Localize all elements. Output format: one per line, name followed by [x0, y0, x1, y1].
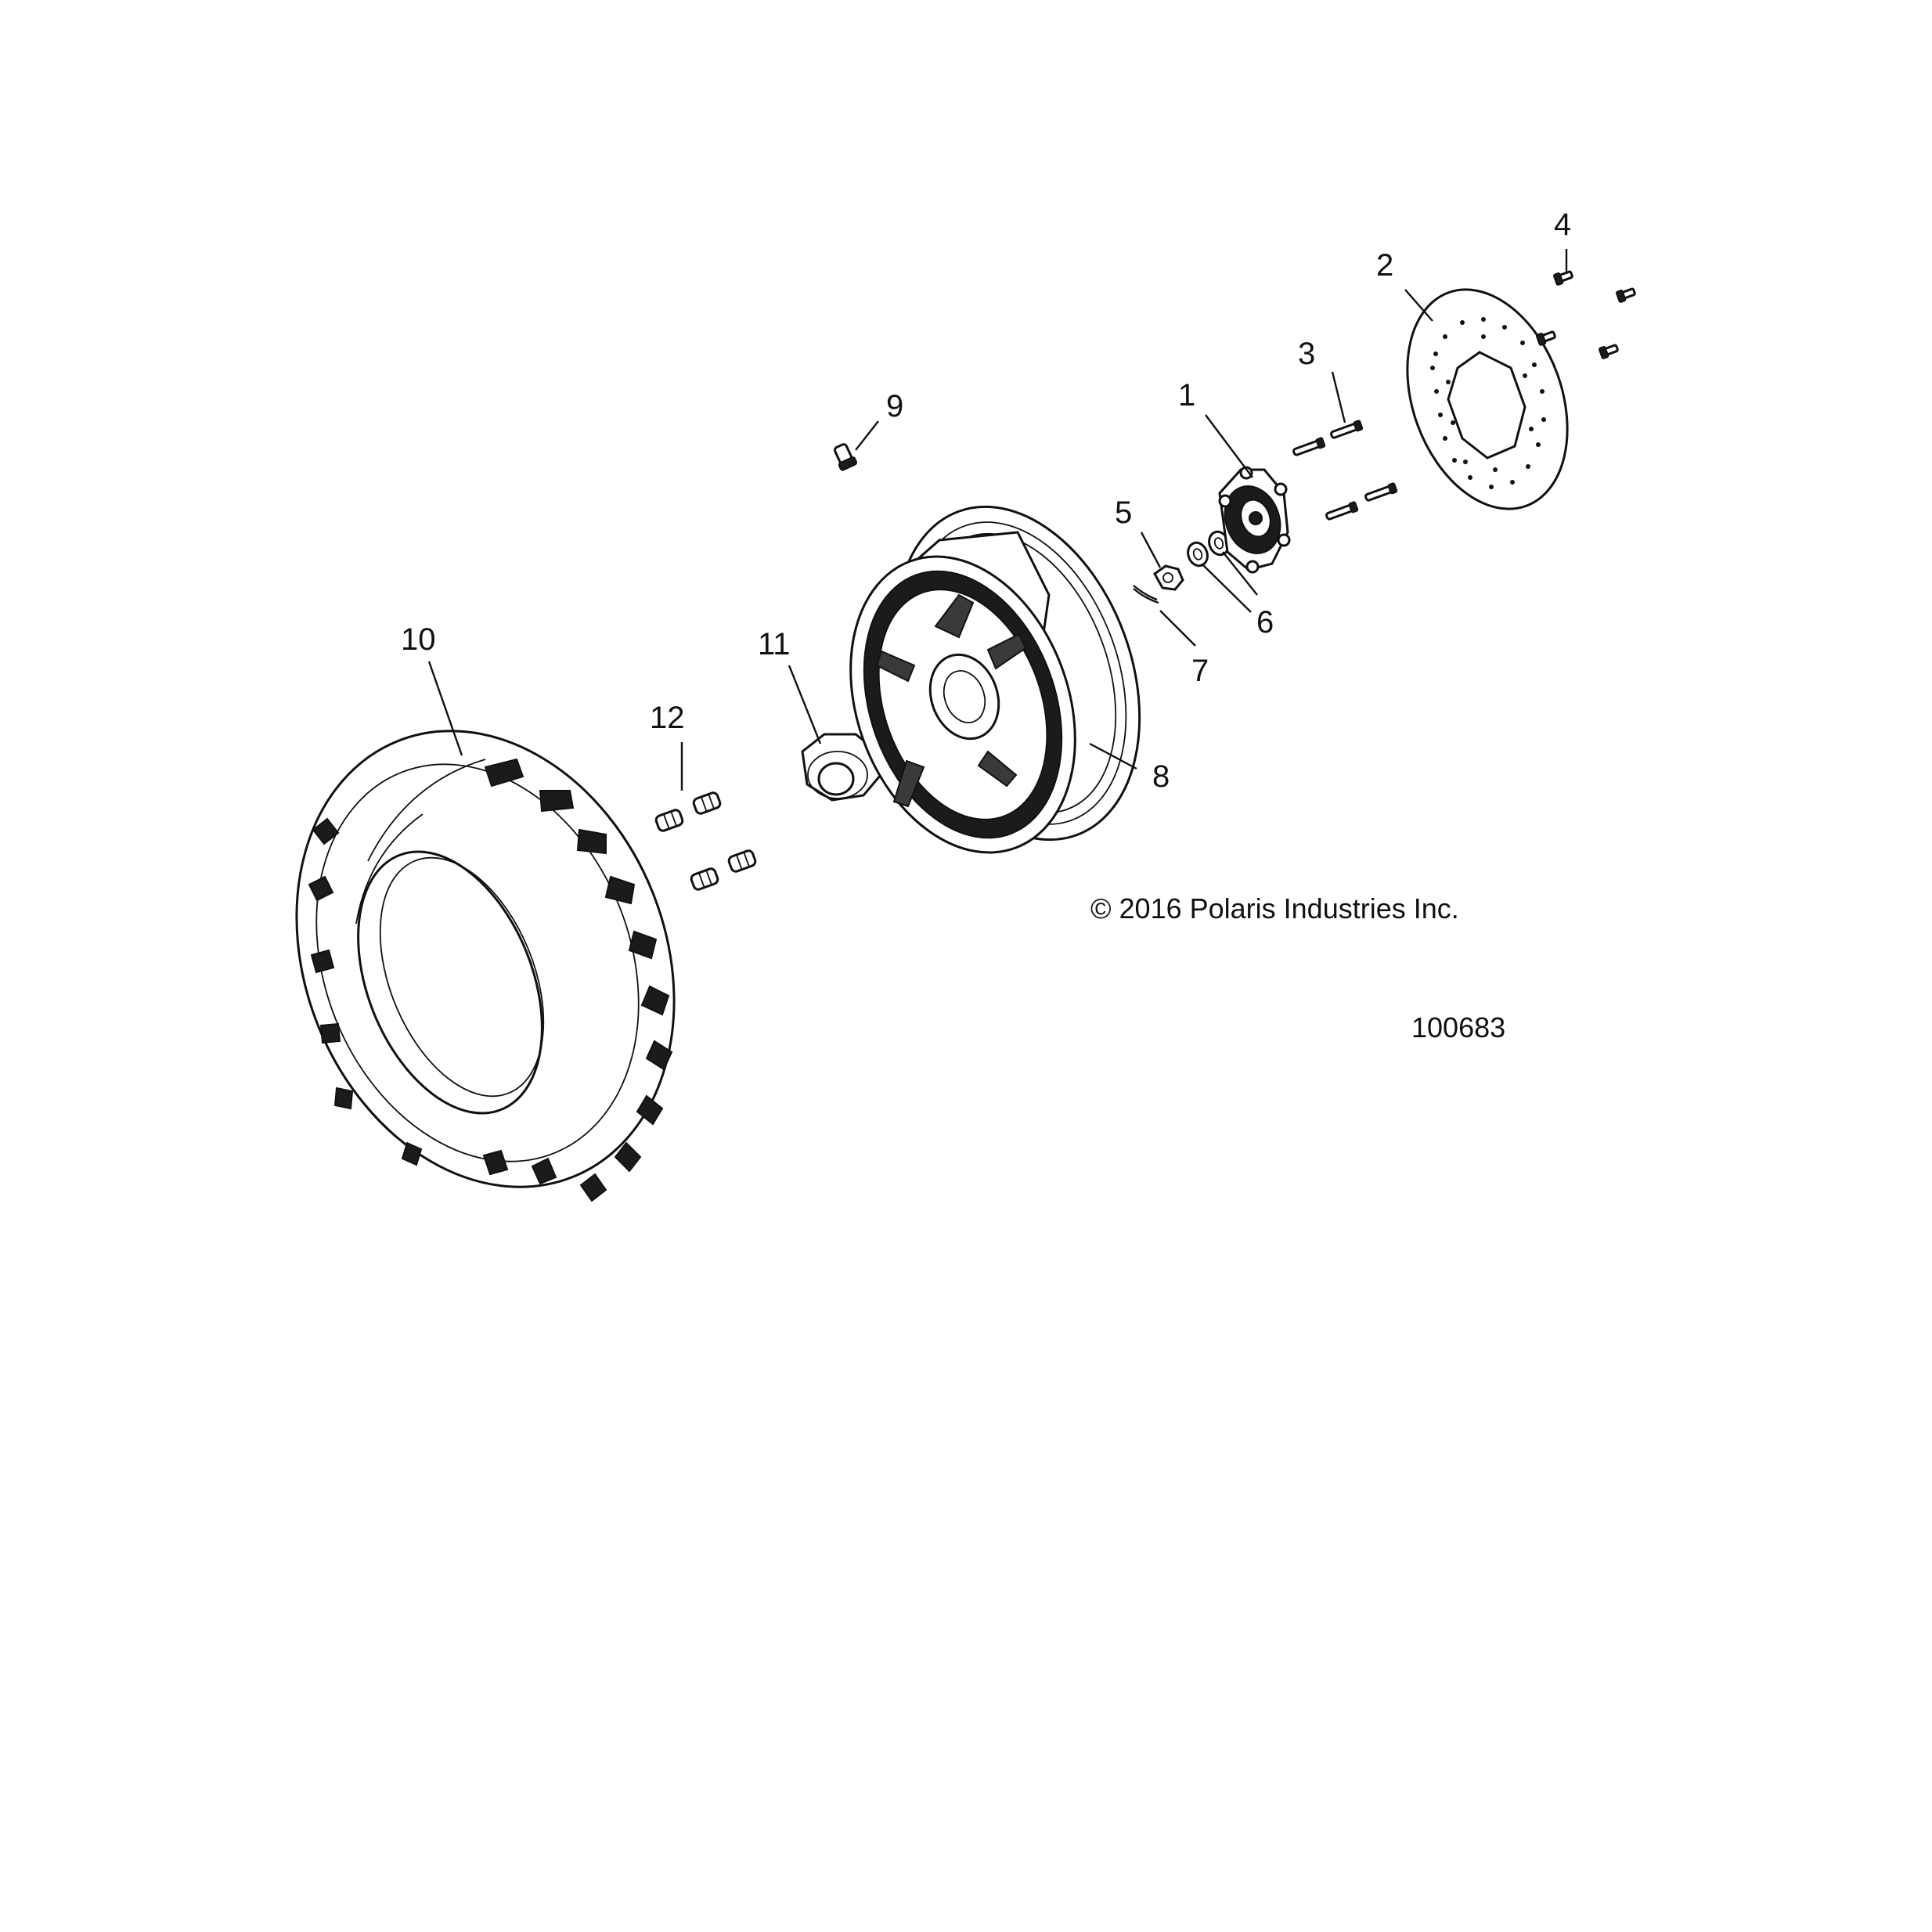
- callout-5: 5: [1115, 496, 1132, 530]
- wheel-rim-part: [849, 505, 1141, 854]
- tire-part: [295, 730, 676, 1202]
- wheel-stud-parts: [1292, 420, 1398, 521]
- disc-bolt-parts: [1536, 270, 1636, 359]
- copyright-notice: © 2016 Polaris Industries Inc.: [1090, 892, 1459, 925]
- callout-9: 9: [886, 389, 903, 424]
- callout-4: 4: [1554, 207, 1571, 242]
- callout-10: 10: [401, 622, 436, 657]
- callout-3: 3: [1298, 337, 1315, 371]
- figure-id: 100683: [1411, 1011, 1505, 1043]
- callout-7: 7: [1191, 654, 1209, 688]
- callout-1: 1: [1178, 378, 1195, 413]
- brake-disc-part: [1406, 288, 1569, 510]
- washer-parts: [1187, 530, 1230, 568]
- spindle-nut-part: [1153, 564, 1184, 591]
- leader-lines: [427, 249, 1568, 791]
- callout-2: 2: [1376, 248, 1393, 283]
- lug-nut-parts: [654, 791, 757, 891]
- valve-stem-part: [833, 443, 858, 471]
- callout-8: 8: [1152, 759, 1170, 794]
- hub-part: [1218, 466, 1291, 574]
- callout-11: 11: [758, 627, 791, 661]
- callout-12: 12: [650, 701, 685, 735]
- center-cap-part: [801, 733, 882, 802]
- cotter-pin-part: [1133, 585, 1159, 604]
- callout-6: 6: [1256, 605, 1274, 640]
